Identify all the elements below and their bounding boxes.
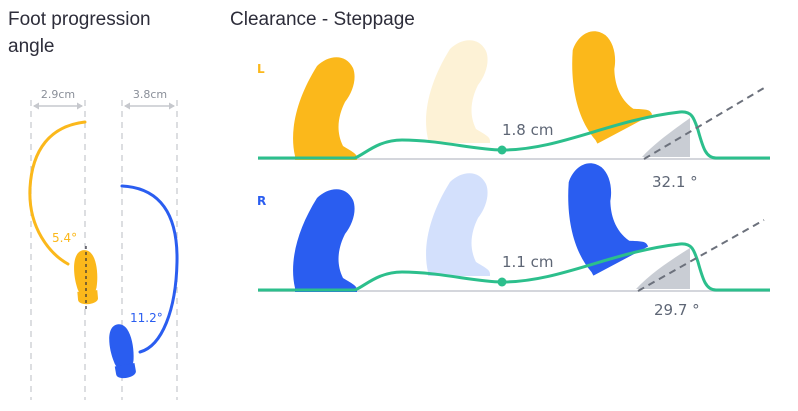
fpa-right-width-label: 3.8cm (133, 88, 167, 101)
fpa-left-swing-arc (28, 120, 87, 266)
foot-icon (426, 40, 490, 143)
fpa-left-angle-label: 5.4° (52, 231, 77, 245)
toe-angle-wedge (642, 118, 690, 157)
clearance-title: Clearance - Steppage (230, 9, 415, 30)
toe-clearance-trajectory (258, 242, 770, 292)
foot-icon (293, 57, 357, 160)
fpa-guides (30, 100, 178, 400)
arrow-right-icon (169, 102, 175, 110)
clearance-left-row: L 1.8 cm 32.1 ° (257, 23, 770, 191)
clearance-right-value: 1.1 cm (502, 253, 553, 271)
fpa-right-swing-arc (120, 184, 179, 354)
fpa-left-width-label: 2.9cm (41, 88, 75, 101)
right-shoe-icon (106, 322, 137, 380)
clearance-left-value: 1.8 cm (502, 121, 553, 139)
arrow-left-icon (33, 102, 39, 110)
toe-clearance-trajectory (258, 110, 770, 160)
foot-icon (293, 189, 357, 292)
arrow-left-icon (124, 102, 130, 110)
arrow-right-icon (77, 102, 83, 110)
foot-icon (547, 23, 653, 145)
fpa-width-left: 2.9cm (33, 88, 83, 110)
clearance-left-side-label: L (257, 62, 265, 76)
clearance-right-angle: 29.7 ° (654, 301, 700, 319)
min-clearance-marker (497, 145, 507, 155)
min-clearance-marker (497, 277, 507, 287)
foot-icon (543, 155, 649, 277)
clearance-right-side-label: R (257, 194, 266, 208)
toe-angle-wedge (636, 248, 690, 289)
fpa-width-right: 3.8cm (124, 88, 175, 110)
clearance-left-angle: 32.1 ° (652, 173, 698, 191)
clearance-right-row: R 1.1 cm 29.7 ° (257, 155, 770, 319)
fpa-title-line2: angle (8, 36, 55, 57)
fpa-right-angle-label: 11.2° (130, 311, 163, 325)
foot-icon (426, 173, 490, 276)
toe-angle-line (637, 219, 765, 292)
fpa-title-line1: Foot progression (8, 9, 151, 30)
